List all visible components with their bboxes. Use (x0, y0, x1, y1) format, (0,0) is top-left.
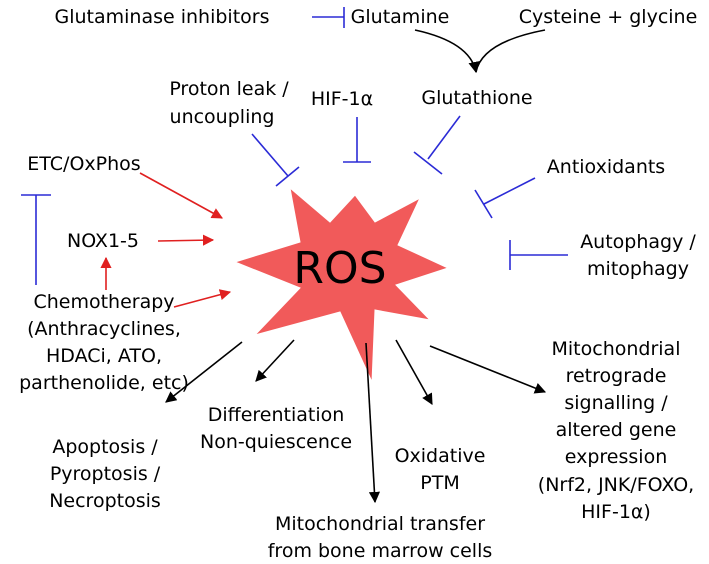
proton-leak-inhibition-line (251, 133, 289, 177)
ros-label: ROS (293, 243, 386, 294)
retrograde-line3: signalling / (564, 392, 668, 414)
retrograde-line6: (Nrf2, JNK/FOXO, (538, 474, 694, 496)
glutathione-inhibition-line (427, 115, 461, 160)
chemo-line4: parthenolide, etc) (19, 372, 189, 394)
glutamine-label: Glutamine (351, 6, 450, 28)
antioxidants-label: Antioxidants (547, 156, 665, 178)
ros-to-differentiation-arrow (255, 339, 295, 382)
apoptosis-line2: Pyroptosis / (50, 463, 161, 485)
retrograde-line5: expression (565, 446, 668, 468)
ros-to-retrograde-arrow (429, 345, 547, 394)
mito-transfer-line1: Mitochondrial transfer (275, 513, 485, 535)
ros-starburst (233, 186, 450, 383)
differentiation-line1: Differentiation (208, 404, 345, 426)
autophagy-line2: mitophagy (587, 258, 689, 280)
ros-to-oxidative-ptm-arrow (395, 339, 433, 405)
nox-to-ros-arrow (157, 234, 215, 246)
apoptosis-line3: Necroptosis (49, 490, 161, 512)
glutaminase-inhibitors-label: Glutaminase inhibitors (54, 6, 269, 28)
ros-to-mito-transfer-arrow (365, 342, 381, 504)
chemo-to-ros-arrow (173, 289, 232, 308)
etc-to-ros-arrow (139, 172, 223, 219)
ros-to-apoptosis-arrow (165, 341, 243, 403)
mito-transfer-line2: from bone marrow cells (268, 540, 493, 562)
oxidative-ptm-line2: PTM (420, 472, 459, 494)
proton-leak-line1: Proton leak / (169, 78, 289, 100)
autophagy-line1: Autophagy / (580, 231, 696, 253)
chemo-line1: Chemotherapy (33, 291, 174, 313)
cysteine-glycine-label: Cysteine + glycine (519, 6, 698, 28)
nox-label: NOX1-5 (67, 230, 139, 252)
proton-leak-inhibition-bar (275, 166, 300, 187)
cysteine-to-glutathione-arrow (475, 29, 546, 73)
antioxidants-inhibition-line (483, 177, 536, 205)
hif-label: HIF-1α (311, 88, 373, 110)
antioxidants-inhibition-bar (474, 189, 493, 219)
oxidative-ptm-line1: Oxidative (395, 445, 486, 467)
chemo-line3: HDACi, ATO, (46, 345, 162, 367)
glutathione-label: Glutathione (421, 87, 532, 109)
retrograde-line1: Mitochondrial (552, 338, 681, 360)
differentiation-line2: Non-quiescence (200, 431, 352, 453)
etc-oxphos-label: ETC/OxPhos (27, 153, 140, 175)
proton-leak-line2: uncoupling (170, 106, 275, 128)
glutathione-inhibition-bar (413, 151, 443, 175)
glutamine-to-glutathione-arrow (414, 29, 480, 74)
retrograde-line7: HIF-1α) (581, 501, 651, 523)
retrograde-line4: altered gene (556, 419, 677, 441)
retrograde-line2: retrograde (566, 365, 667, 387)
apoptosis-line1: Apoptosis / (52, 436, 158, 458)
chemo-line2: (Anthracyclines, (27, 318, 181, 340)
